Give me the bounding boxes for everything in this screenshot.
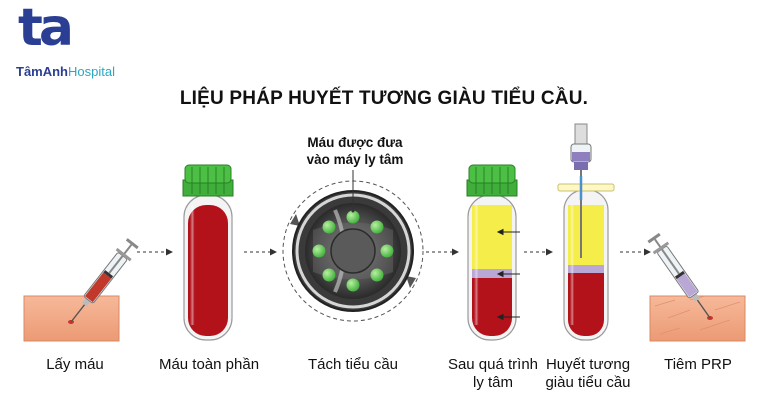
centrifuge-tube-1 bbox=[346, 210, 360, 224]
syringe-plunger-rod-left bbox=[108, 244, 133, 274]
step-whole-blood-tube bbox=[182, 164, 234, 341]
syringe-flange-right bbox=[652, 241, 670, 255]
needle-left bbox=[70, 304, 86, 323]
syringe-plunger-seal-right bbox=[674, 270, 685, 280]
syringe-flange-left bbox=[115, 247, 132, 262]
syringe-hub-vertical bbox=[574, 162, 588, 170]
step-draw-blood-illustration bbox=[23, 238, 139, 342]
flow-arrowhead-3 bbox=[452, 248, 459, 256]
step-label-6: Tiêm PRP bbox=[628, 356, 768, 374]
syringe-plunger-seal-left bbox=[103, 270, 114, 279]
step-label-2-line1: Máu toàn phần bbox=[158, 356, 260, 373]
step-label-4: Sau quá trình ly tâm bbox=[423, 356, 563, 392]
step-label-4-line1: Sau quá trình bbox=[447, 356, 539, 373]
syringe-left bbox=[70, 238, 139, 323]
flow-arrowhead-1 bbox=[166, 248, 173, 256]
centrifuge-tubes bbox=[312, 210, 394, 292]
buffy-coat-layer-4 bbox=[472, 269, 512, 278]
step-label-5: Huyết tương giàu tiểu cầu bbox=[518, 356, 658, 392]
centrifuge-tube-6 bbox=[322, 268, 336, 282]
page-title: LIỆU PHÁP HUYẾT TƯƠNG GIÀU TIỂU CẦU. bbox=[179, 88, 589, 109]
step-label-1: Lấy máu bbox=[5, 356, 145, 374]
tube-lip-5 bbox=[557, 183, 615, 192]
step-label-3-line1: Tách tiểu cầu bbox=[307, 356, 399, 373]
flow-arrowhead-2 bbox=[270, 248, 277, 256]
syringe-blood-left bbox=[84, 272, 112, 303]
logo-brand-secondary: Hospital bbox=[68, 64, 115, 79]
step-label-5-line1: Huyết tương bbox=[545, 356, 631, 373]
logo-wordmark: TâmAnhHospital bbox=[16, 64, 115, 79]
centrifuge-tube-5 bbox=[346, 278, 360, 292]
syringe-thumb-right bbox=[647, 232, 661, 244]
caption-pointer-dot bbox=[351, 209, 355, 213]
skin-texture bbox=[654, 295, 741, 335]
syringe-prp-right bbox=[676, 273, 698, 298]
skin-patch-left bbox=[23, 295, 120, 342]
syringe-fill-vertical bbox=[572, 152, 590, 161]
step-centrifuge bbox=[282, 170, 424, 322]
tube-shine-5 bbox=[570, 205, 579, 325]
centrifuge-tube-2 bbox=[370, 220, 384, 234]
rotor-hub bbox=[330, 228, 376, 274]
rotation-arrow-1 bbox=[290, 214, 300, 226]
skin-patch-right bbox=[649, 295, 746, 342]
layer-pointers bbox=[496, 228, 520, 321]
centrifuge-tube-7 bbox=[312, 244, 326, 258]
tube-cap-4-ridges bbox=[475, 167, 509, 194]
needle-right bbox=[696, 299, 711, 319]
rotation-arrow-2 bbox=[406, 276, 416, 288]
buffy-coat-layer-5 bbox=[568, 265, 604, 273]
step-label-6-line1: Tiêm PRP bbox=[664, 356, 732, 373]
tube-shine-2 bbox=[190, 205, 200, 325]
tube-shine-4 bbox=[474, 205, 484, 325]
step-label-2: Máu toàn phần bbox=[139, 356, 279, 374]
centrifuge-caption-line2: vào máy ly tâm bbox=[306, 152, 404, 167]
step-label-1-line1: Lấy máu bbox=[46, 356, 104, 373]
flow-arrowheads bbox=[166, 248, 651, 256]
syringe-plunger-rod-right bbox=[654, 238, 680, 275]
flow-arrowhead-4 bbox=[546, 248, 553, 256]
centrifuge-tube-8 bbox=[322, 220, 336, 234]
centrifuge-tube-4 bbox=[370, 268, 384, 282]
step-prp-injection bbox=[647, 232, 746, 342]
syringe-plunger-top bbox=[574, 123, 588, 145]
centrifuge-caption-line1: Máu được đưa bbox=[307, 135, 403, 150]
syringe-right bbox=[647, 232, 711, 319]
hospital-logo: ta TâmAnhHospital bbox=[14, 2, 144, 84]
flow-arrowhead-5 bbox=[644, 248, 651, 256]
centrifuge-tube-3 bbox=[380, 244, 394, 258]
logo-mark: ta bbox=[18, 0, 74, 58]
step-label-5-line2: giàu tiểu cầu bbox=[545, 374, 631, 391]
centrifuge-caption: Máu được đưa vào máy ly tâm bbox=[270, 134, 440, 168]
tube-cap-2-ridges bbox=[191, 167, 225, 194]
step-label-4-line2: ly tâm bbox=[472, 374, 513, 391]
step-separated-tube bbox=[466, 164, 520, 341]
syringe-vertical bbox=[570, 123, 592, 258]
syringe-thumb-left bbox=[125, 238, 139, 250]
logo-brand-primary: TâmAnh bbox=[16, 64, 68, 79]
step-prp-extraction bbox=[557, 123, 615, 341]
step-label-3: Tách tiểu cầu bbox=[283, 356, 423, 374]
